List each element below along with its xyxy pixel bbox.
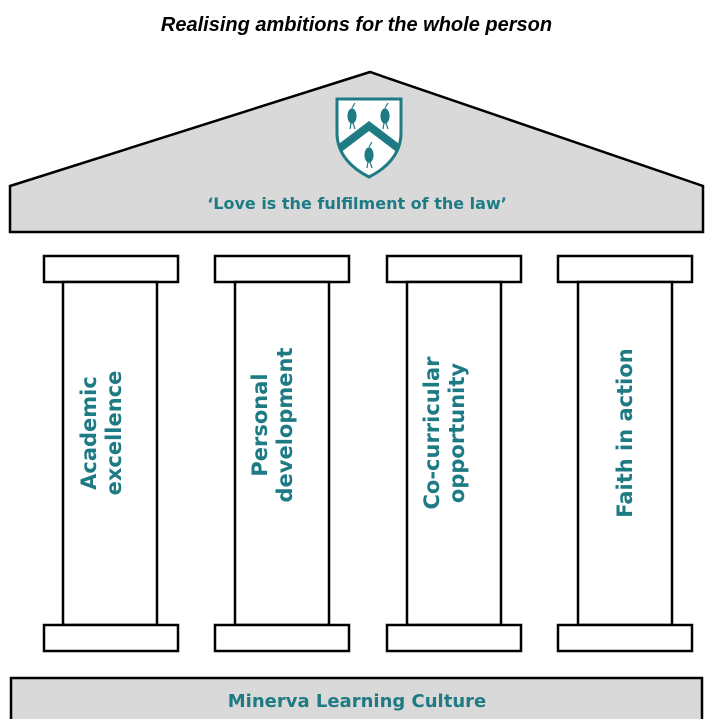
pillar-shaft bbox=[576, 280, 674, 627]
pillar-capital bbox=[213, 254, 351, 284]
pillar-label-line1: Faith in action bbox=[613, 348, 637, 517]
pillar-capital bbox=[556, 254, 694, 284]
pillar-label-line2: development bbox=[273, 348, 297, 503]
foundation: Minerva Learning Culture bbox=[9, 676, 704, 719]
motto-text: ‘Love is the fulfilment of the law’ bbox=[207, 194, 507, 213]
pillar-1: Academic excellence bbox=[42, 254, 180, 653]
pillar-label-line2: excellence bbox=[102, 371, 126, 496]
pillar-4: Faith in action bbox=[556, 254, 694, 653]
pillar-capital bbox=[42, 254, 180, 284]
pillar-2: Personal development bbox=[213, 254, 351, 653]
pillar-base bbox=[213, 623, 351, 653]
pillar-label-line1: Academic bbox=[77, 376, 101, 490]
foundation-label: Minerva Learning Culture bbox=[228, 691, 486, 712]
pillar-label-line1: Co-curricular bbox=[420, 356, 444, 510]
pillar-base bbox=[42, 623, 180, 653]
pillar-3: Co-curricular opportunity bbox=[385, 254, 523, 653]
heron-shield-icon bbox=[335, 97, 403, 179]
pillar-base bbox=[556, 623, 694, 653]
pillar-label-line2: opportunity bbox=[445, 363, 469, 503]
pillar-shaft bbox=[233, 280, 331, 627]
foundation-block bbox=[9, 676, 704, 719]
pillar-label-line1: Personal bbox=[248, 373, 272, 476]
pillar-base bbox=[385, 623, 523, 653]
page-title: Realising ambitions for the whole person bbox=[160, 14, 553, 36]
pillar-shaft bbox=[61, 280, 159, 627]
pillar-capital bbox=[385, 254, 523, 284]
pillar-shaft bbox=[405, 280, 503, 627]
